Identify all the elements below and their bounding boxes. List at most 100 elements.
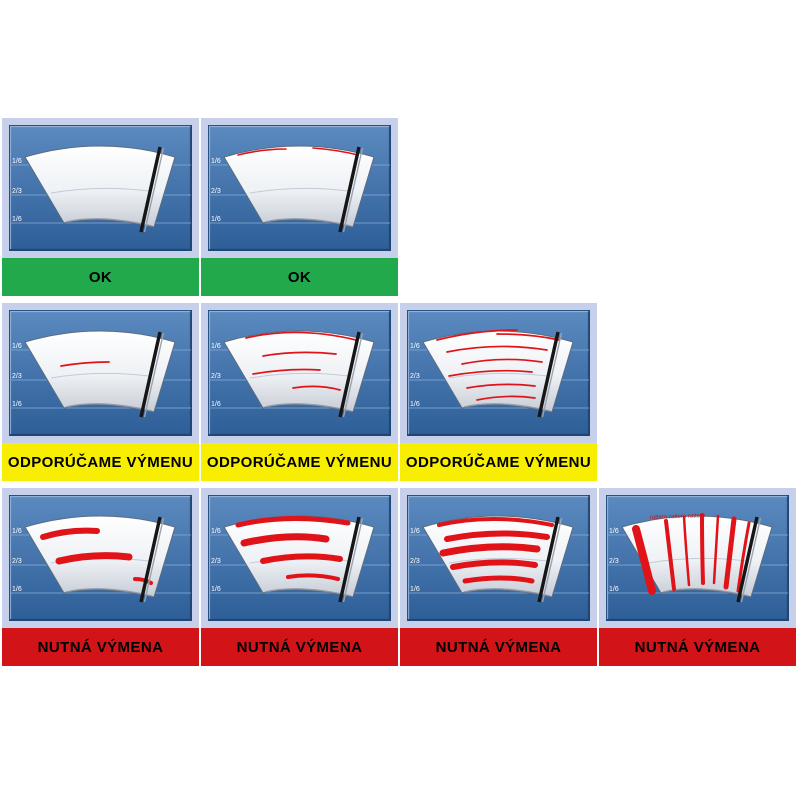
fan-shading-line [448,557,548,564]
panel-bevel-light [9,310,190,434]
status-banner: OK [201,258,398,296]
zone-label: 1/6 [12,343,22,350]
wiper-blade-highlight [342,517,364,603]
wear-streak [448,369,533,377]
fan-shading-line [448,372,548,379]
wear-streak [476,395,536,401]
panel-bevel-dark [408,496,590,621]
zone-label: 1/6 [410,401,420,408]
zone-label: 1/6 [410,343,420,350]
wear-streak [286,573,340,581]
row-required: 1/6 2/3 1/6 NUTNÁ VÝMENA [2,488,796,666]
zone-label: 1/6 [410,586,420,593]
status-label: NUTNÁ VÝMENA [37,638,164,656]
wiper-blade-highlight [143,517,165,603]
streak-group [60,361,110,367]
chatter-text: rattern rattern rattern [650,513,706,521]
wear-streak [245,331,357,341]
wiper-blade-highlight [143,332,165,418]
wiper-panel-frame: 1/6 2/3 1/6 [2,488,199,628]
wear-streak [712,514,720,585]
wiper-panel: 1/6 2/3 1/6 [407,310,590,436]
panel-bevel-light [208,310,389,434]
wear-streak [133,577,153,585]
zone-label: 1/6 [211,528,221,535]
wiper-panel-frame: 1/6 2/3 1/6 [2,118,199,258]
zone-label: 1/6 [211,343,221,350]
wear-streak [466,383,536,389]
wear-streak [450,559,538,570]
wiper-wear-chart: 1/6 2/3 1/6 OK [2,118,796,673]
zone-label: 2/3 [410,373,420,380]
wiper-blade [139,331,162,418]
status-label: NUTNÁ VÝMENA [435,638,562,656]
status-banner: ODPORÚČAME VÝMENU [201,443,398,481]
wiper-panel-frame: 1/6 2/3 1/6 rattern rattern rattern [599,488,796,628]
wiper-blade-highlight [541,332,563,418]
wiper-blade-highlight [740,517,762,603]
wear-streak [292,385,341,391]
streak-group [237,147,359,156]
wiper-panel-frame: 1/6 2/3 1/6 [2,303,199,443]
wear-streak [262,351,337,357]
panel-bevel-dark [209,496,391,621]
wear-cell: 1/6 2/3 1/6 ODPORÚČAME VÝMENU [2,303,199,481]
zone-label: 2/3 [12,373,22,380]
zone-label: 2/3 [211,188,221,195]
wear-streak [682,515,691,587]
panel-bevel-dark [10,126,192,251]
streak-group [632,513,751,595]
wiper-blade [338,516,361,603]
fan-top-highlight [26,147,174,160]
status-banner: ODPORÚČAME VÝMENU [2,443,199,481]
status-banner: ODPORÚČAME VÝMENU [400,443,597,481]
wiper-panel-frame: 1/6 2/3 1/6 [400,303,597,443]
fan-shading-line [249,187,349,194]
zone-label: 1/6 [12,586,22,593]
wiper-panel-frame: 1/6 2/3 1/6 [201,303,398,443]
wiper-panel-frame: 1/6 2/3 1/6 [400,488,597,628]
wear-streak [632,525,656,595]
status-banner: NUTNÁ VÝMENA [201,628,398,666]
wiper-panel: 1/6 2/3 1/6 [9,310,192,436]
fan-shading-line [50,372,150,379]
zone-label: 2/3 [12,188,22,195]
status-label: NUTNÁ VÝMENA [236,638,363,656]
fan-top-highlight [26,332,174,345]
wear-streak [439,543,541,557]
wiper-swept-area [621,515,773,598]
wear-cell: 1/6 2/3 1/6 ODPORÚČAME VÝMENU [400,303,597,481]
wear-streak [40,527,100,540]
wiper-panel: 1/6 2/3 1/6 [208,495,391,621]
fan-top-highlight [623,517,771,530]
status-banner: NUTNÁ VÝMENA [599,628,796,666]
wiper-swept-area [24,330,176,413]
wear-cell: 1/6 2/3 1/6 OK [201,118,398,296]
zone-label: 2/3 [609,558,619,565]
wiper-panel: 1/6 2/3 1/6 [9,125,192,251]
zone-label: 1/6 [410,528,420,535]
streak-group [436,329,560,401]
wear-streak [700,513,705,585]
wiper-panel: 1/6 2/3 1/6 rattern rattern rattern [606,495,789,621]
wear-streak [235,515,351,528]
wear-streak [240,533,330,547]
fan-shading-line [50,187,150,194]
wiper-swept-area [223,145,375,228]
status-banner: OK [2,258,199,296]
wiper-blade-highlight [342,147,364,233]
zone-label: 1/6 [211,216,221,223]
status-label: ODPORÚČAME VÝMENU [206,453,393,471]
wiper-panel: 1/6 2/3 1/6 [208,310,391,436]
wiper-panel: 1/6 2/3 1/6 [9,495,192,621]
panel-bevel-dark [607,496,789,621]
wear-streak [444,530,550,542]
wiper-swept-area [223,330,375,413]
status-label: OK [287,268,312,286]
wiper-swept-area [24,145,176,228]
wear-cell: 1/6 2/3 1/6 ODPORÚČAME VÝMENU [201,303,398,481]
wear-streak [436,329,518,341]
zone-label: 1/6 [211,158,221,165]
zone-label: 1/6 [12,528,22,535]
zone-label: 2/3 [410,558,420,565]
